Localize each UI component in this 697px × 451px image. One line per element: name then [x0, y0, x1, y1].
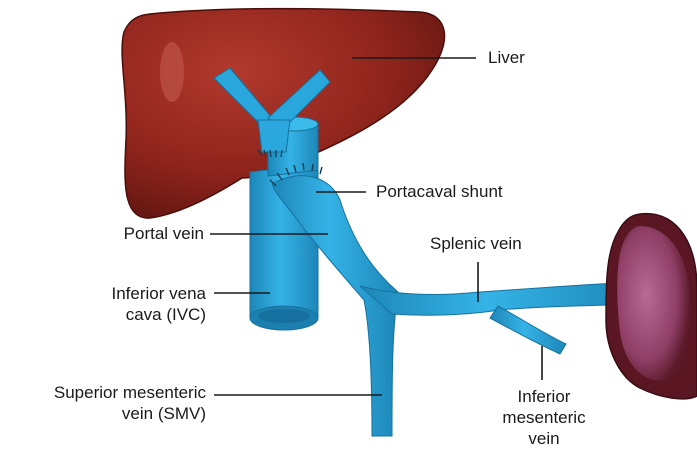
- label-portacaval-shunt-text: Portacaval shunt: [376, 182, 503, 201]
- label-ivc: Inferior vena cava (IVC): [64, 283, 206, 325]
- label-splenic-vein-text: Splenic vein: [430, 234, 522, 253]
- label-smv-line-1: Superior mesenteric: [4, 382, 206, 403]
- label-imv-line-1: Inferior: [492, 386, 596, 407]
- label-liver-text: Liver: [488, 48, 525, 67]
- label-ivc-line-1: Inferior vena: [64, 283, 206, 304]
- imv-vessel: [490, 306, 566, 354]
- liver-highlight: [160, 42, 184, 102]
- label-portacaval-shunt: Portacaval shunt: [376, 181, 503, 202]
- label-ivc-line-2: cava (IVC): [64, 304, 206, 325]
- label-imv-line-3: vein: [492, 428, 596, 449]
- label-splenic-vein: Splenic vein: [430, 233, 522, 254]
- label-portal-vein-text: Portal vein: [124, 224, 204, 243]
- label-smv-line-2: vein (SMV): [4, 403, 206, 424]
- label-liver: Liver: [488, 47, 525, 68]
- label-portal-vein: Portal vein: [82, 223, 204, 244]
- label-imv: Inferior mesenteric vein: [492, 386, 596, 449]
- spleen-shape: [606, 214, 697, 399]
- label-imv-line-2: mesenteric: [492, 407, 596, 428]
- label-smv: Superior mesenteric vein (SMV): [4, 382, 206, 424]
